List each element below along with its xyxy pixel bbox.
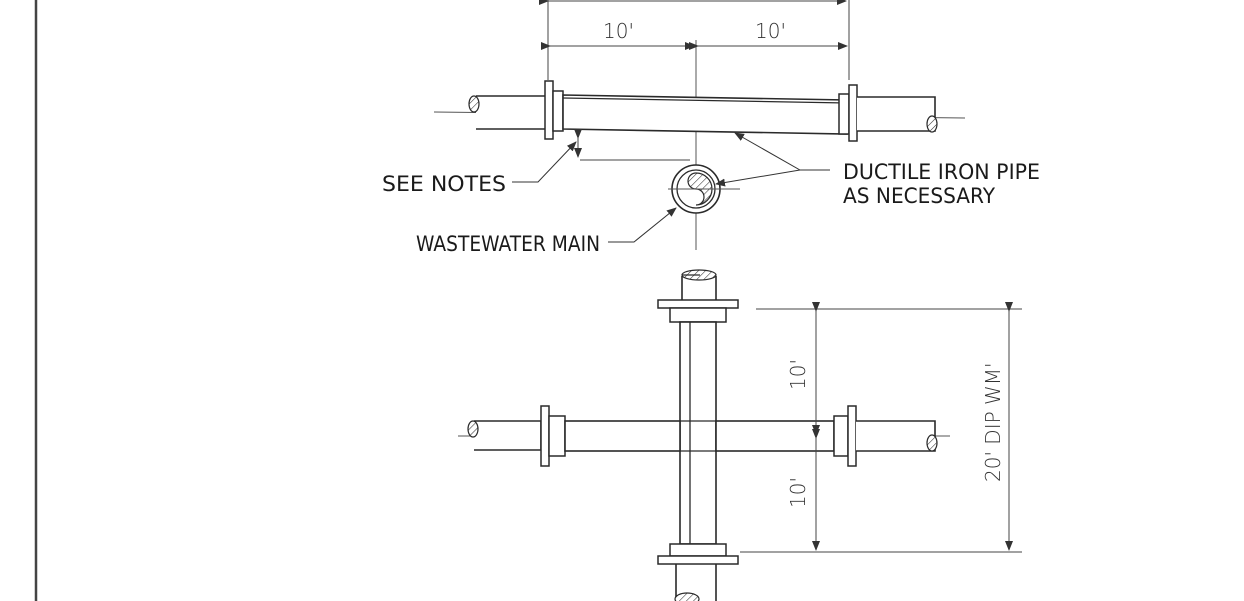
pipe-end-hatch xyxy=(674,592,700,601)
elevation-view: 10' 10' SEE NOTES DUCTILE I xyxy=(382,0,1040,256)
left-flange-hub xyxy=(552,90,564,132)
top-flange xyxy=(657,299,739,309)
ductile-iron-pipe-label-line2: AS NECESSARY xyxy=(843,184,995,208)
see-notes-label: SEE NOTES xyxy=(382,172,506,196)
ductile-leader-1 xyxy=(734,132,830,171)
bottom-flange-hub xyxy=(669,543,727,557)
ductile-iron-pipe-inner-line xyxy=(562,97,848,104)
horizontal-right-stub xyxy=(856,420,936,452)
pipe-end-hatch xyxy=(468,95,480,113)
pipe-end-hatch xyxy=(467,420,479,438)
vertical-pipe-top-stub xyxy=(681,276,717,300)
vertical-pipe-bottom-stub xyxy=(675,564,717,601)
ductile-leader-2 xyxy=(715,169,801,187)
wastewater-main-label: WASTEWATER MAIN xyxy=(416,232,600,256)
ductile-iron-pipe-label-line1: DUCTILE IRON PIPE xyxy=(843,160,1040,184)
wastewater-leader xyxy=(608,207,677,243)
bottom-flange xyxy=(657,555,739,565)
left-flange xyxy=(544,80,554,140)
right-pipe-stub xyxy=(857,96,936,132)
elevation-dim-right: 10' xyxy=(755,19,786,43)
top-flange-hub xyxy=(669,307,727,323)
elevation-dim-left: 10' xyxy=(603,19,634,43)
plan-dim-lower: 10' xyxy=(786,477,810,508)
horizontal-left-stub xyxy=(474,420,542,451)
plan-left-flange xyxy=(540,405,550,467)
plan-right-flange-hub xyxy=(833,415,849,457)
pipe-end-hatch xyxy=(926,115,938,133)
vertical-pipe-body xyxy=(679,321,717,545)
plan-right-flange xyxy=(847,405,857,467)
horizontal-dip-segment xyxy=(564,420,681,452)
plan-left-flange-hub xyxy=(548,415,566,457)
right-flange-hub xyxy=(838,93,850,135)
plan-view: 10' 10' 20' DIP WM' xyxy=(458,269,1022,601)
left-pipe-stub xyxy=(476,95,547,130)
right-flange xyxy=(848,84,858,142)
see-notes-leader xyxy=(512,141,577,183)
plan-dim-total: 20' DIP WM' xyxy=(981,362,1005,482)
plan-dim-upper: 10' xyxy=(786,359,810,390)
pipe-end-hatch xyxy=(926,434,938,452)
